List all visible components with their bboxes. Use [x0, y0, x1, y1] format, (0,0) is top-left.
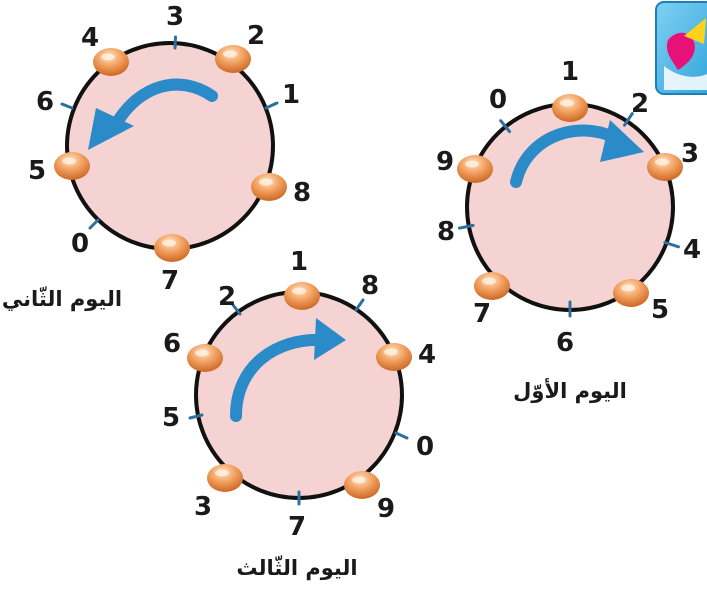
- position-number: 7: [161, 266, 179, 296]
- position-number: 6: [163, 329, 181, 359]
- bead-icon: [215, 45, 251, 73]
- position-number: 7: [288, 512, 306, 542]
- position-number: 8: [361, 271, 379, 301]
- bead-icon: [457, 155, 493, 183]
- day-3-beads: [187, 282, 412, 499]
- day-3-numbers: 1 8 4 0 9 7 3 5 6 2: [162, 247, 436, 542]
- day-1-numbers: 1 2 3 4 5 6 7 8 9 0: [436, 57, 701, 358]
- position-number: 6: [36, 87, 54, 117]
- bead-icon: [284, 282, 320, 310]
- position-number: 5: [28, 156, 46, 186]
- position-number: 9: [377, 494, 395, 524]
- position-number: 2: [247, 21, 265, 51]
- position-number: 4: [683, 235, 701, 265]
- day-1-label: اليوم الأوّل: [513, 377, 627, 403]
- day-3-arrow-icon: [230, 318, 346, 422]
- bead-icon: [251, 173, 287, 201]
- position-number: 5: [651, 295, 669, 325]
- position-number: 9: [436, 147, 454, 177]
- bead-icon: [187, 344, 223, 372]
- day-2-numbers: 3 2 1 8 7 0 5 6 4: [28, 2, 311, 296]
- position-number: 3: [681, 139, 699, 169]
- position-number: 1: [290, 247, 308, 277]
- bead-icon: [154, 234, 190, 262]
- position-number: 8: [293, 178, 311, 208]
- day-1-arrow-icon: [510, 120, 644, 188]
- position-number: 1: [561, 57, 579, 87]
- bead-icon: [474, 272, 510, 300]
- position-number: 0: [489, 85, 507, 115]
- position-number: 4: [418, 340, 436, 370]
- bead-icon: [552, 94, 588, 122]
- day-2-circle: [65, 41, 275, 251]
- bead-icon: [54, 152, 90, 180]
- day-3-diagram: 1 8 4 0 9 7 3 5 6 2 اليوم الثّالث: [162, 247, 436, 580]
- day-1-ticks: [457, 112, 680, 318]
- position-number: 7: [473, 299, 491, 329]
- day-3-ticks: [188, 298, 409, 506]
- day-2-beads: [54, 45, 287, 262]
- corner-logo-icon: [655, 1, 707, 95]
- position-number: 5: [162, 403, 180, 433]
- bead-icon: [376, 343, 412, 371]
- position-number: 4: [81, 23, 99, 53]
- day-2-diagram: 3 2 1 8 7 0 5 6 4 اليوم الثّاني: [2, 2, 311, 311]
- position-number: 3: [194, 492, 212, 522]
- position-number: 8: [437, 217, 455, 247]
- bead-icon: [344, 471, 380, 499]
- position-number: 2: [631, 89, 649, 119]
- position-number: 1: [282, 80, 300, 110]
- position-number: 0: [416, 432, 434, 462]
- position-number: 0: [71, 229, 89, 259]
- bead-icon: [93, 48, 129, 76]
- day-2-arrow-icon: [88, 78, 218, 150]
- day-2-label: اليوم الثّاني: [2, 285, 122, 311]
- day-1-beads: [457, 94, 683, 307]
- day-2-ticks: [60, 35, 279, 230]
- day-3-label: اليوم الثّالث: [236, 554, 357, 580]
- bead-icon: [647, 153, 683, 181]
- bead-icon: [613, 279, 649, 307]
- day-1-diagram: 1 2 3 4 5 6 7 8 9 0 اليوم الأوّل: [436, 57, 701, 403]
- position-number: 6: [556, 328, 574, 358]
- position-number: 3: [166, 2, 184, 32]
- bead-icon: [207, 464, 243, 492]
- position-number: 2: [218, 282, 236, 312]
